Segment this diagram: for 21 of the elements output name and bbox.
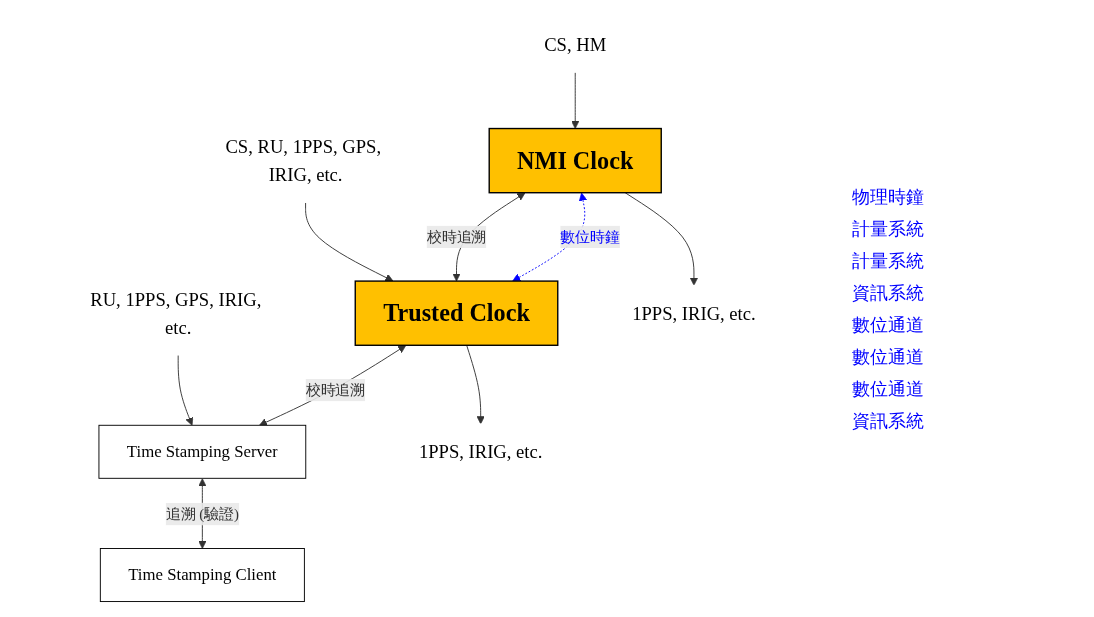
node-text: CS, RU, 1PPS, GPS, IRIG, etc. — [225, 135, 381, 185]
system-label: 計量系統 — [852, 248, 925, 273]
edge-label: 數位時鐘 — [559, 228, 620, 244]
node-text: 1PPS, IRIG, etc. — [418, 441, 543, 462]
edge-label: 追溯 (驗證) — [165, 505, 239, 522]
system-label: 計量系統 — [852, 216, 925, 241]
node-text: RU, 1PPS, GPS, IRIG, etc. — [89, 288, 261, 337]
edge-label: 校時追溯 — [426, 228, 486, 244]
system-label: 數位通道 — [852, 312, 925, 337]
edge-label: 校時追溯 — [305, 381, 365, 397]
system-label: 物理時鐘 — [852, 184, 925, 209]
node-box: NMI Clock — [488, 127, 662, 193]
node-box: Time Stamping Client — [99, 547, 305, 602]
system-label: 數位通道 — [852, 344, 925, 369]
node-text: 1PPS, IRIG, etc. — [631, 302, 756, 323]
node-box: Time Stamping Server — [98, 424, 306, 479]
node-box: Trusted Clock — [354, 279, 559, 346]
node-text: CS, HM — [543, 33, 606, 55]
system-label: 數位通道 — [852, 376, 925, 401]
system-label: 資訊系統 — [852, 408, 925, 433]
system-label: 資訊系統 — [852, 280, 925, 305]
